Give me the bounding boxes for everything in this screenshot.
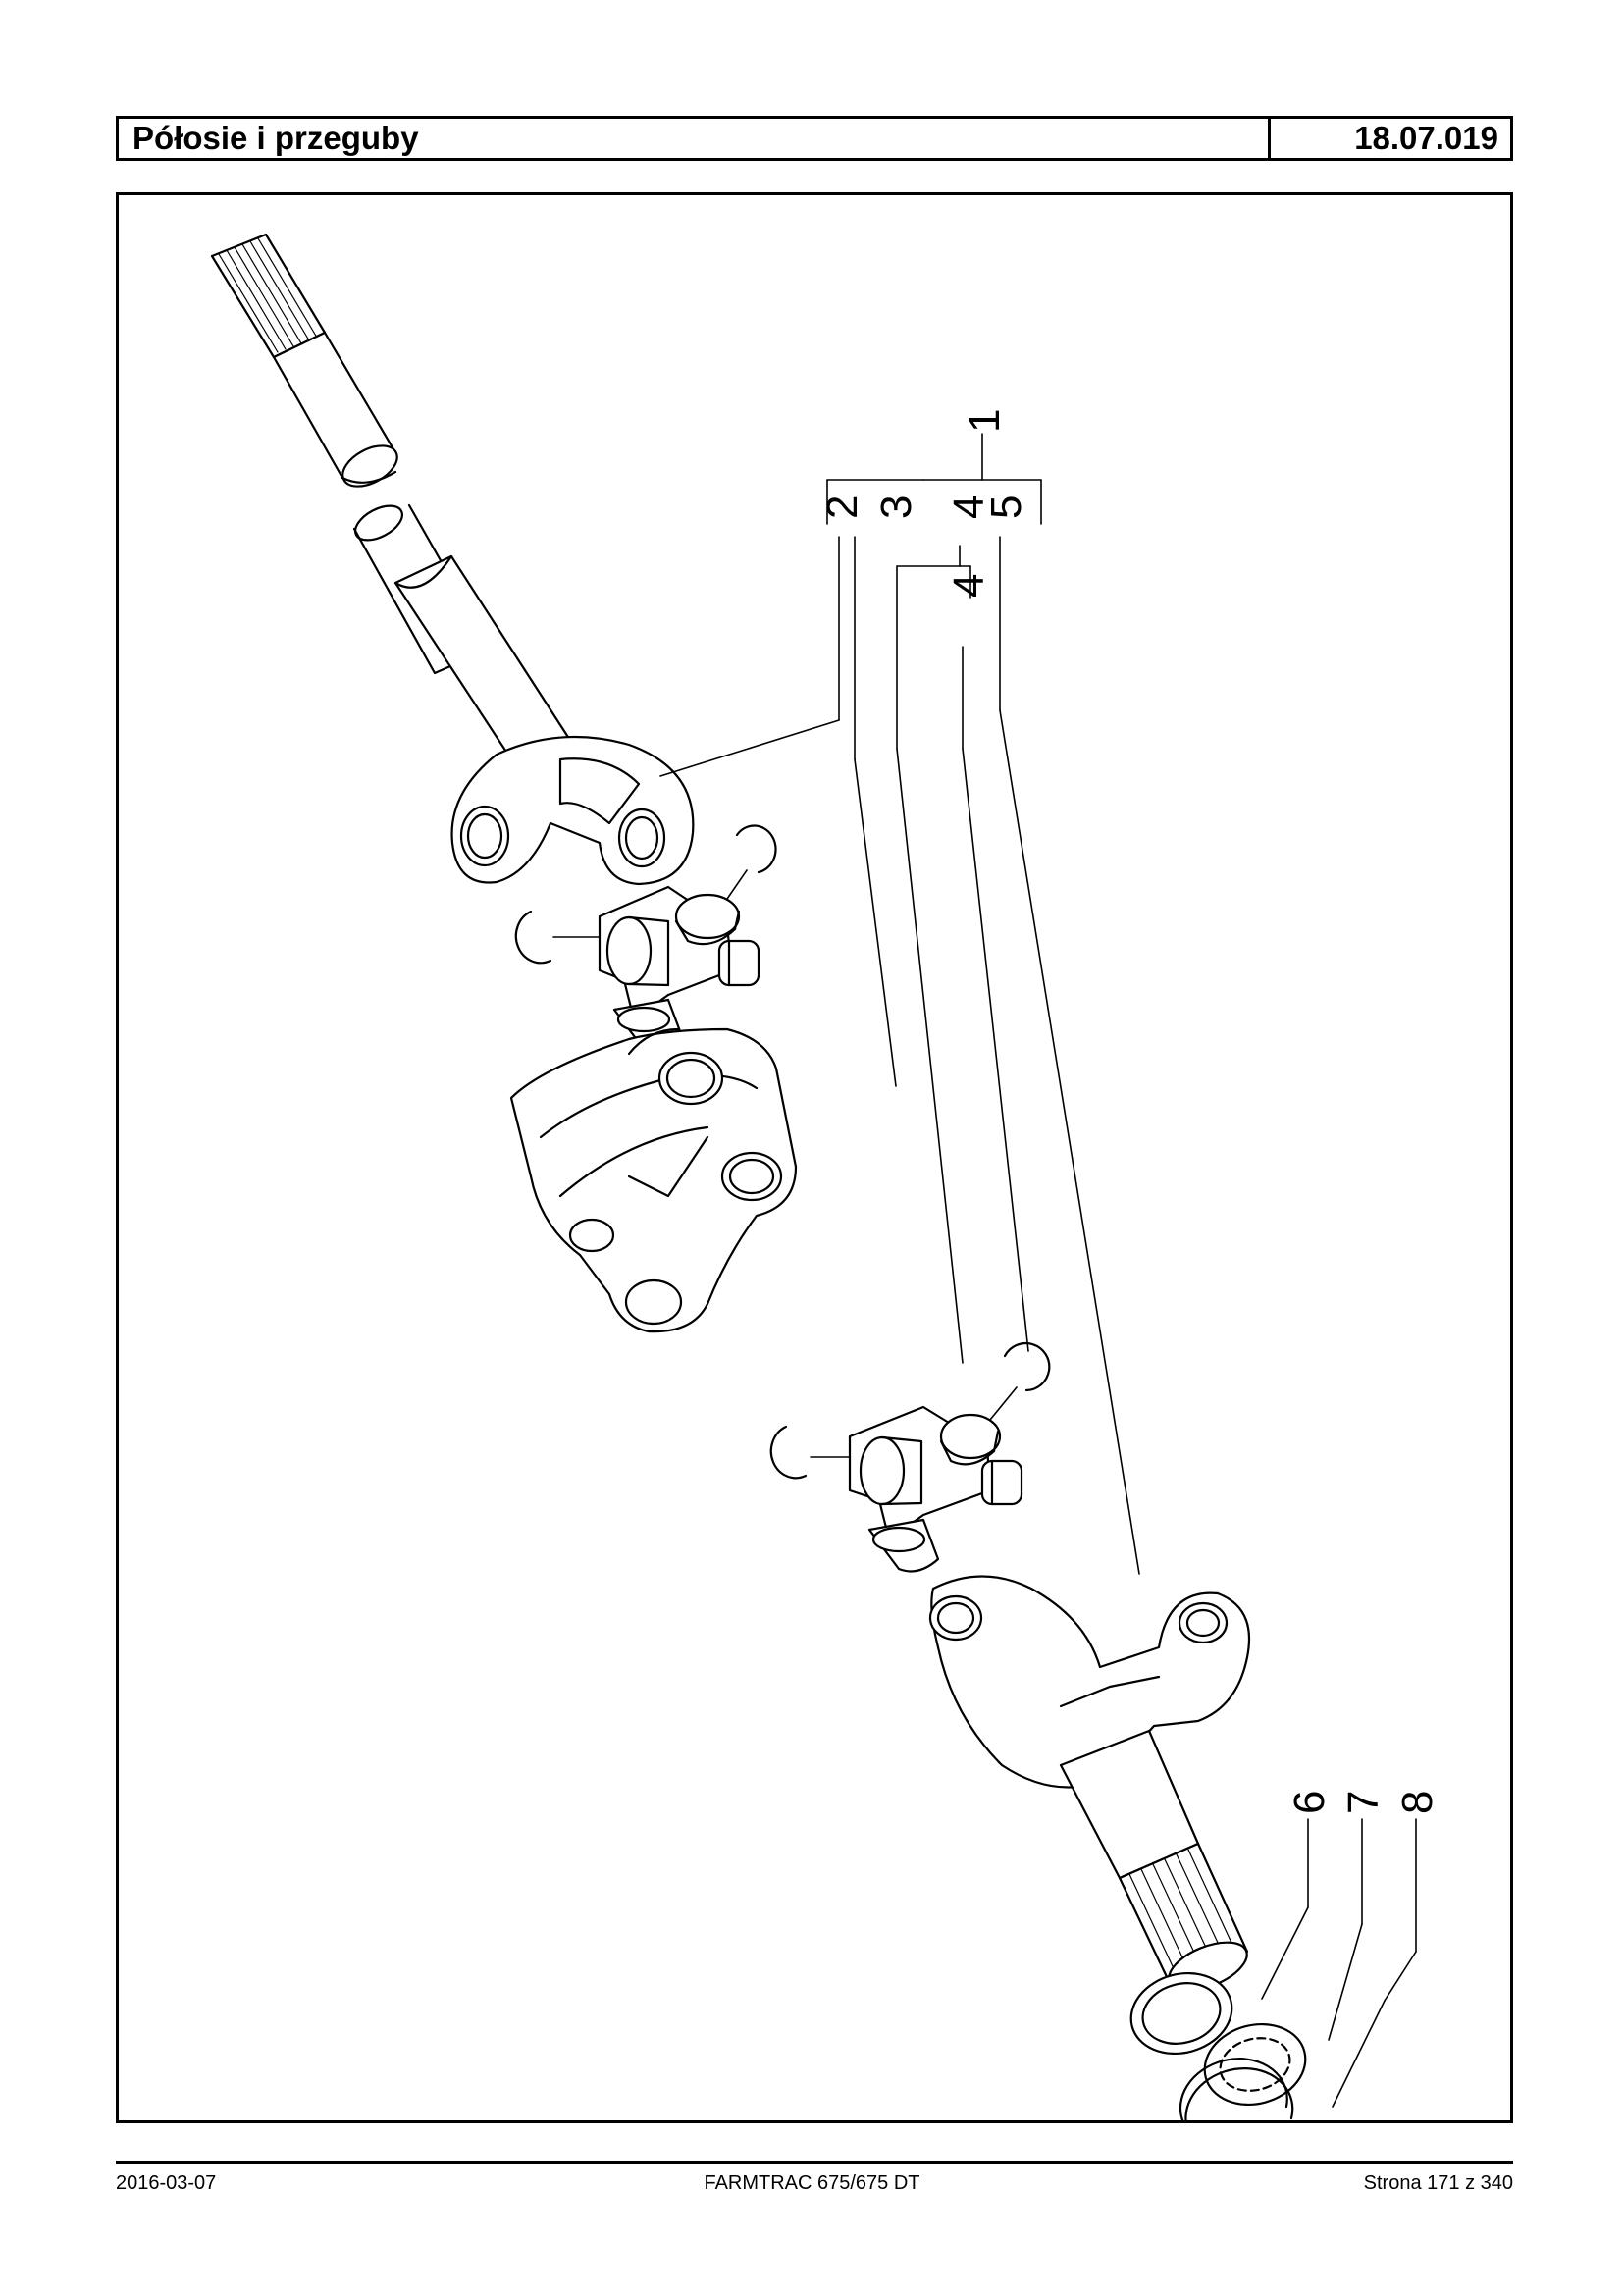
callout-8: 8 [1393, 1791, 1441, 1814]
footer-page-number: Strona 171 z 340 [1363, 2172, 1513, 2194]
exploded-view-diagram: 1 2 3 4 5 4 6 7 8 [210, 233, 1441, 2120]
snap-ring [769, 1425, 808, 1480]
callout-3: 3 [872, 496, 920, 519]
section-title: Półosie i przeguby [119, 119, 1271, 158]
callout-numbers: 1 2 3 4 5 4 6 7 8 [818, 409, 1441, 1814]
callout-1: 1 [961, 409, 1009, 433]
leader-lines [659, 433, 1417, 2108]
callout-4a: 4 [945, 496, 993, 519]
footer-rule [116, 2161, 1513, 2164]
lower-stub-shaft [1059, 1729, 1249, 1992]
page-header: Półosie i przeguby 18.07.019 [116, 116, 1513, 161]
section-code: 18.07.019 [1354, 120, 1498, 156]
circlip [1179, 2058, 1288, 2120]
snap-ring [514, 910, 552, 965]
diagram-frame: 1 2 3 4 5 4 6 7 8 [116, 192, 1513, 2123]
callout-5: 5 [982, 496, 1030, 519]
callout-4b: 4 [945, 574, 993, 598]
upper-shaft [210, 233, 575, 776]
upper-cross-spider [598, 885, 760, 1054]
snap-ring [735, 824, 777, 874]
snap-ring [1003, 1341, 1051, 1392]
lower-cross-spider [848, 1405, 1023, 1573]
callout-2: 2 [818, 496, 866, 519]
callout-7: 7 [1339, 1791, 1388, 1814]
upper-yoke [450, 735, 695, 886]
footer-model: FARMTRAC 675/675 DT [704, 2172, 920, 2194]
callout-6: 6 [1285, 1791, 1334, 1814]
lower-yoke [928, 1575, 1251, 1789]
center-flange-yoke [509, 1027, 798, 1333]
footer-date: 2016-03-07 [116, 2172, 217, 2194]
